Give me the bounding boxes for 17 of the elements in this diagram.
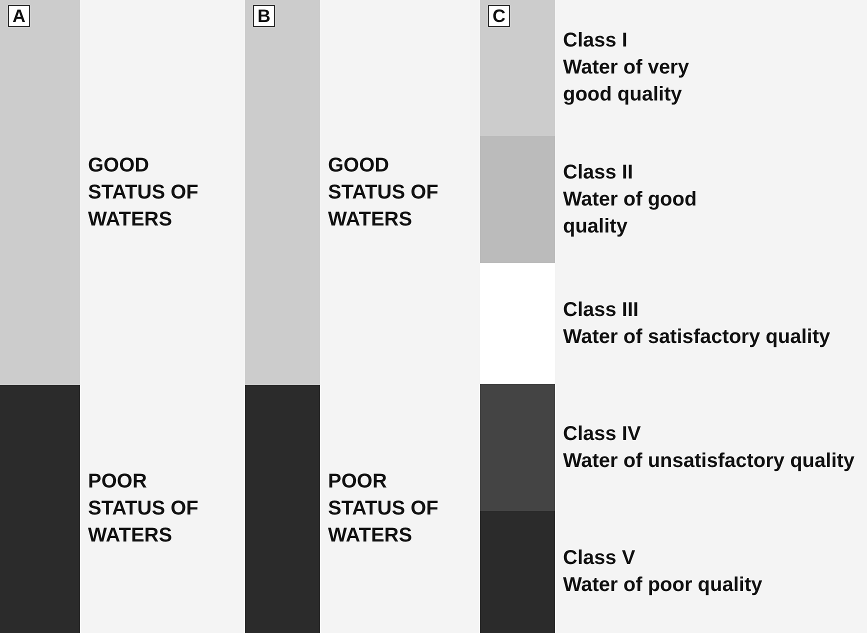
class-heading: Class V	[563, 546, 636, 571]
status-label: GOOD STATUS OF WATERS	[88, 153, 200, 232]
class-description: Water of poor quality	[563, 573, 764, 598]
status-label: POOR STATUS OF WATERS	[88, 470, 200, 548]
class-heading: Class II	[563, 160, 634, 185]
status-label: GOOD STATUS OF WATERS	[328, 153, 440, 232]
class-heading: Class IV	[563, 422, 642, 446]
panel-letter: A	[8, 5, 30, 27]
class-description: Water of very good quality	[563, 56, 690, 108]
status-label: POOR STATUS OF WATERS	[328, 470, 440, 548]
panel-letter: C	[488, 5, 510, 27]
class-heading: Class I	[563, 28, 628, 54]
class-description: Water of satisfactory quality	[563, 324, 832, 350]
class-description: Water of unsatisfactory quality	[563, 448, 856, 474]
class-heading: Class III	[563, 298, 640, 322]
panel-letter: B	[253, 5, 275, 27]
class-description: Water of good quality	[563, 187, 698, 239]
